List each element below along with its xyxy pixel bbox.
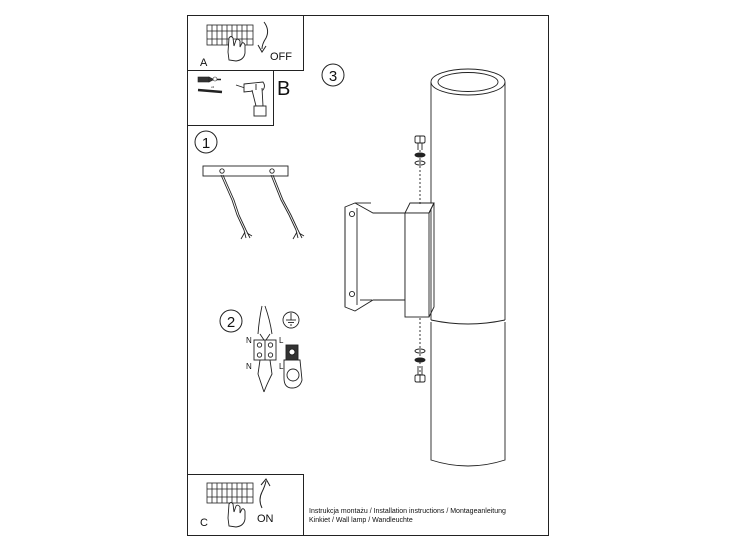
ground-symbol-icon — [282, 311, 300, 329]
bottom-screw-icon — [414, 366, 426, 383]
wire-label-l-bottom: L — [279, 362, 284, 371]
step-3-number: 3 — [329, 68, 337, 85]
panel-b: x2 B — [187, 70, 290, 126]
connector-block-icon — [253, 339, 277, 361]
wire-label-n-bottom: N — [246, 362, 252, 371]
panel-a-letter: A — [200, 57, 208, 69]
wall-bracket-icon — [344, 202, 406, 312]
step-1-number: 1 — [202, 135, 210, 152]
hand-icon — [227, 502, 246, 528]
screw-icon — [197, 88, 223, 94]
mounting-plate-with-cables — [202, 165, 305, 240]
footer-product-name: Kinkiet / Wall lamp / Wandleuchte — [309, 517, 413, 524]
switch-on-arrow-icon — [259, 480, 267, 509]
panel-c: C ON — [187, 474, 304, 536]
svg-text:x2: x2 — [211, 85, 215, 89]
sheet-border — [187, 15, 549, 536]
cable-left-icon — [220, 174, 253, 240]
switch-off-arrow-icon — [261, 21, 269, 50]
hand-icon — [227, 36, 246, 62]
step-2-marker: 2 — [219, 309, 243, 333]
wire-label-l-top: L — [279, 336, 284, 345]
bottom-washer-icon — [414, 357, 426, 363]
ground-terminal-icon — [283, 344, 303, 389]
lamp-mount-block — [404, 202, 435, 318]
terminal-block-icon — [206, 482, 254, 504]
wall-lamp-drawing — [344, 68, 506, 467]
panel-a-action: OFF — [270, 51, 292, 63]
panel-c-action: ON — [257, 513, 274, 525]
step-3-marker: 3 — [321, 63, 345, 87]
panel-a: A OFF — [187, 15, 304, 71]
step-1-marker: 1 — [194, 130, 218, 154]
wire-label-n-top: N — [246, 336, 252, 345]
top-washer-icon — [414, 152, 426, 158]
wiring-diagram — [253, 305, 303, 393]
wall-plug-icon — [197, 76, 221, 83]
panel-b-letter: B — [277, 78, 290, 100]
step-2-number: 2 — [227, 314, 235, 331]
panel-c-letter: C — [200, 517, 208, 529]
footer-instructions-title: Instrukcja montażu / Installation instru… — [309, 508, 506, 515]
drill-icon — [235, 81, 267, 117]
top-screw-icon — [414, 135, 426, 150]
cable-right-icon — [270, 174, 305, 240]
